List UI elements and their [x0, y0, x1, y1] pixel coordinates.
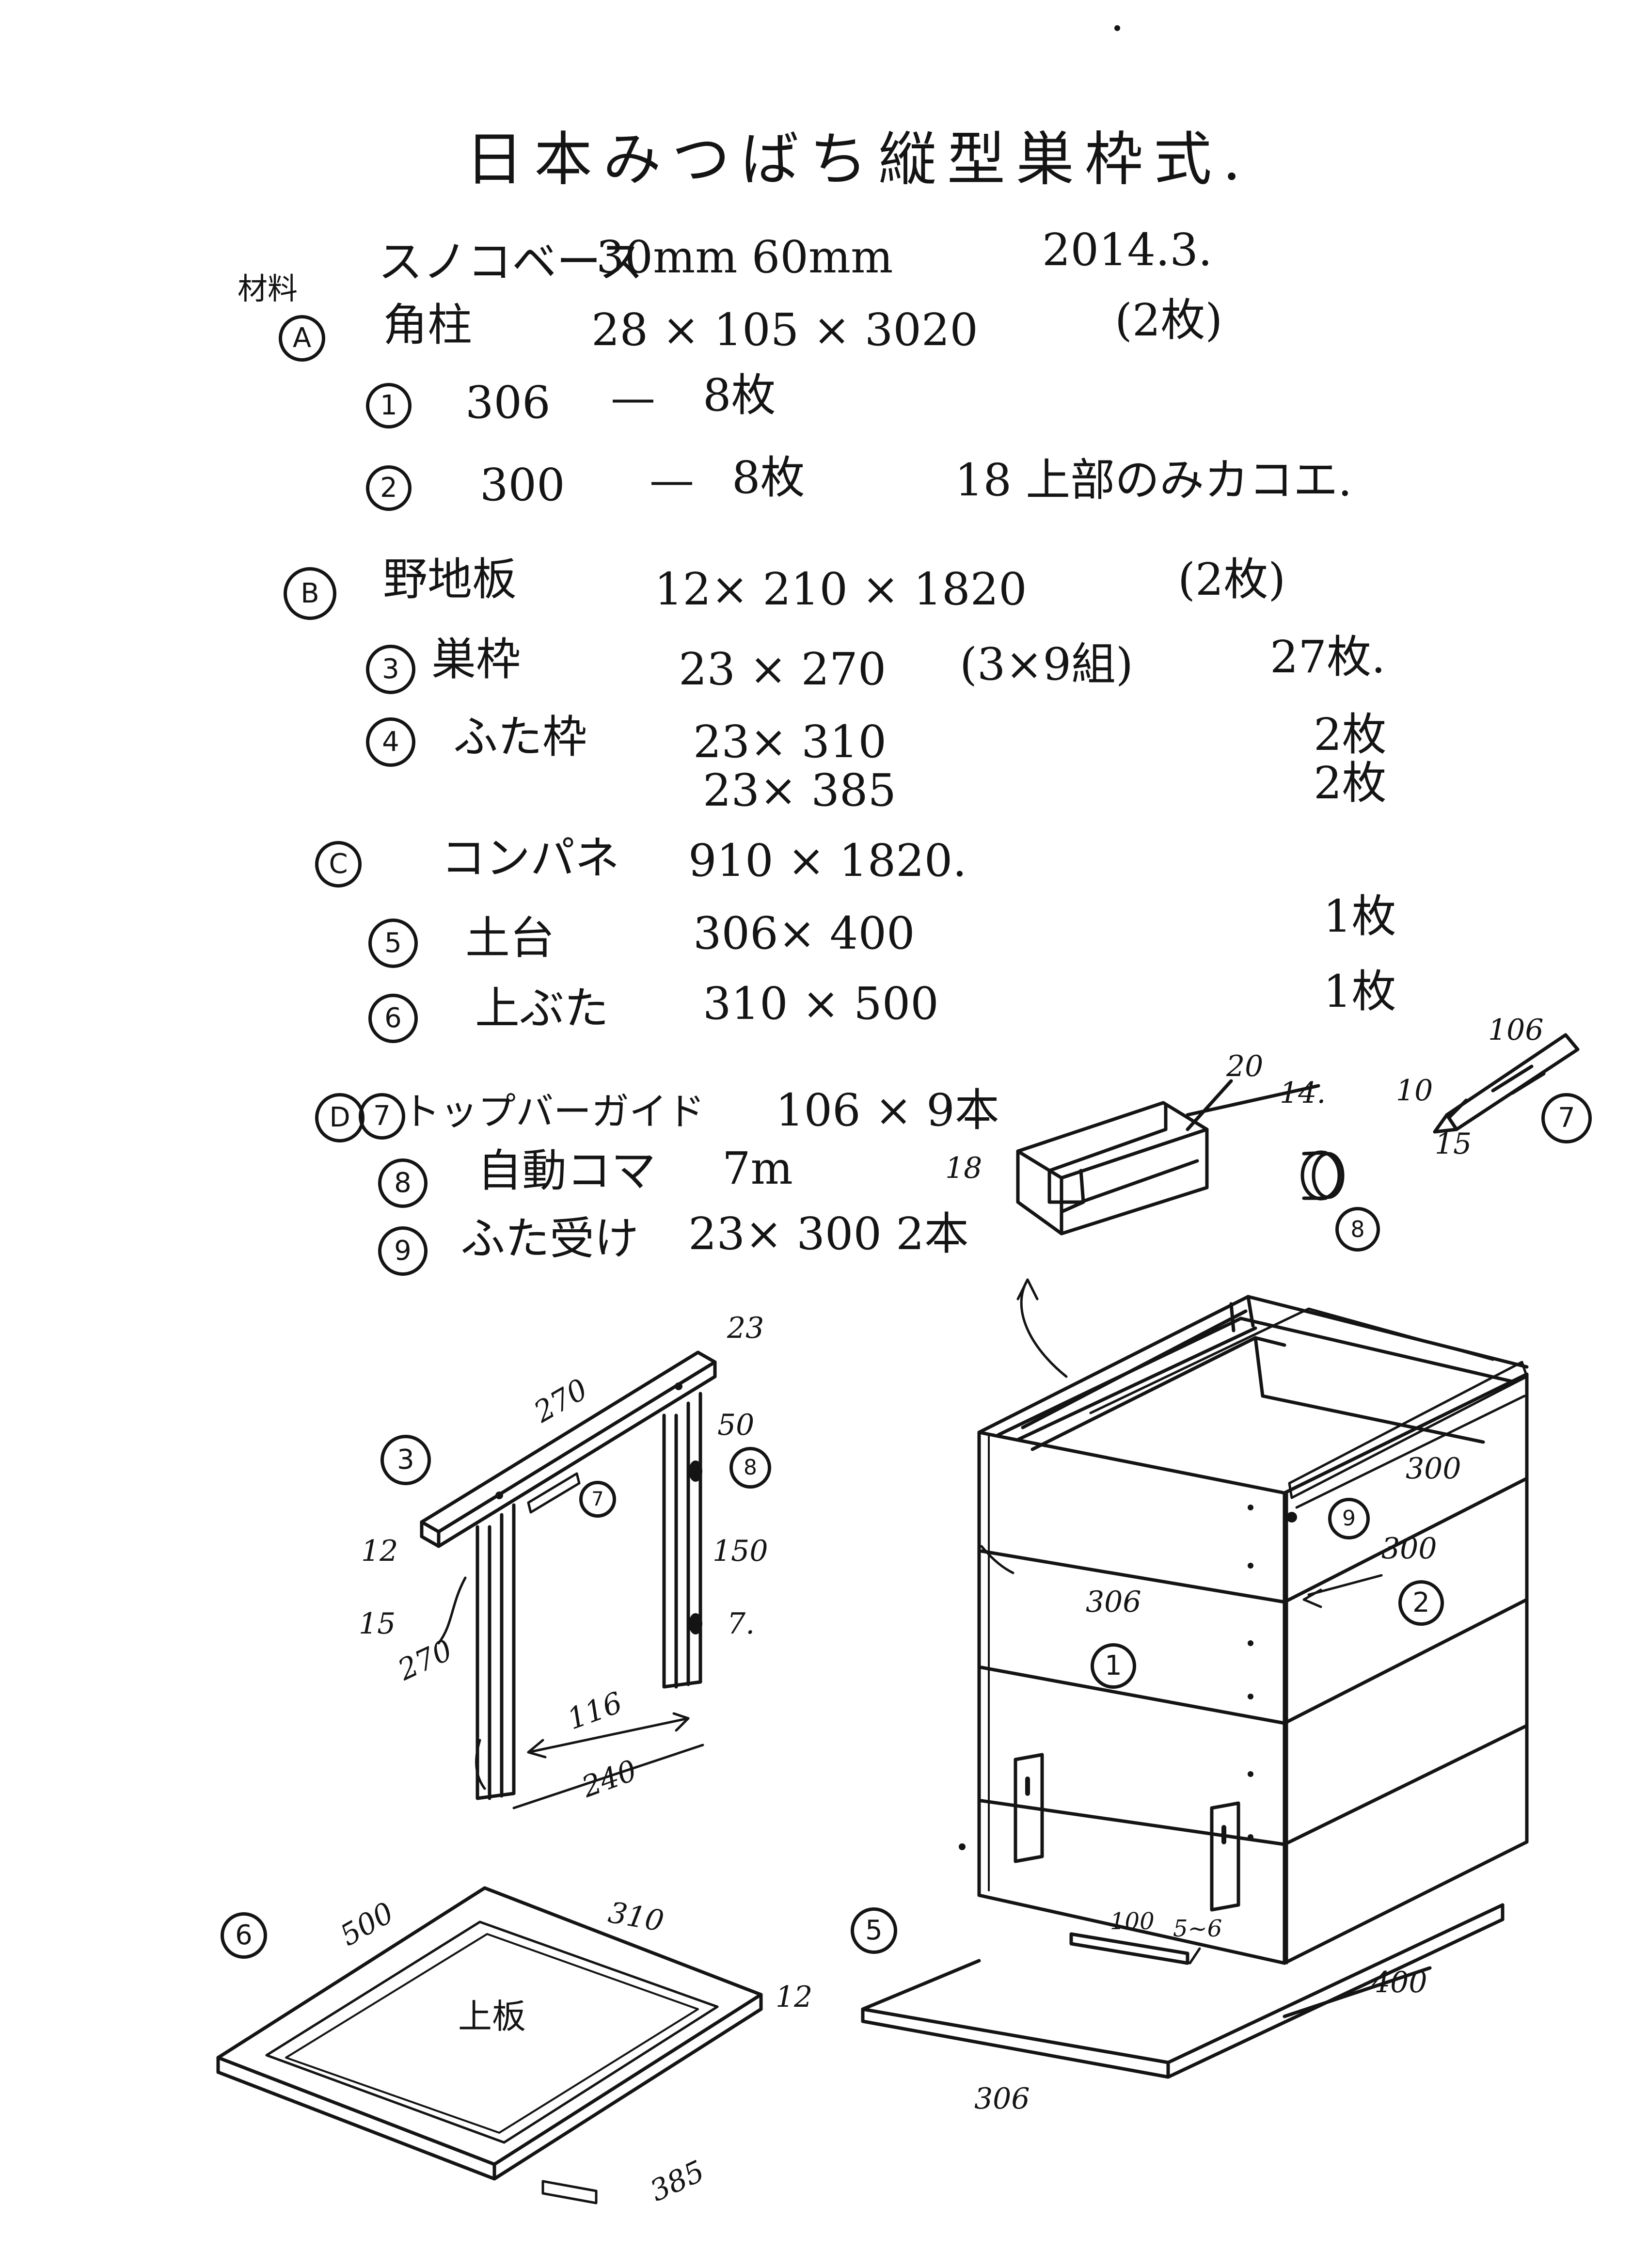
lid-dim-12: 12: [776, 1980, 813, 2014]
item-number-4: 4: [366, 717, 415, 767]
section-marker-a: A: [279, 315, 325, 362]
page-title: 日本みつばち縦型巣枠式.: [465, 126, 1252, 193]
section-c-name: コンパネ: [441, 832, 620, 884]
item-8-spec: 7m: [722, 1142, 793, 1194]
item-6-qty: 1枚: [1323, 966, 1396, 1017]
item-3-extra: (3×9組): [960, 638, 1133, 690]
frame-dim-50: 50: [717, 1408, 755, 1442]
item-3-spec: 23 × 270: [679, 643, 887, 695]
materials-label: 材料: [238, 271, 298, 306]
item-number-1: 1: [366, 383, 412, 428]
item-number-2: 2: [366, 465, 412, 511]
profile-dim-14: 14.: [1280, 1076, 1326, 1110]
wedge-dim-10: 10: [1396, 1074, 1433, 1108]
wedge-guide-drawing: [1433, 1033, 1580, 1134]
item-8-name: 自動コマ: [477, 1145, 656, 1197]
section-a-name: 角柱: [383, 299, 473, 351]
section-b-qty: (2枚): [1178, 554, 1286, 605]
wedge-number-7: 7: [1541, 1093, 1592, 1143]
box-dim-300-top: 300: [1406, 1452, 1461, 1486]
stopper-drawing: [1300, 1150, 1345, 1201]
wedge-dim-106: 106: [1488, 1013, 1544, 1047]
item-6-spec: 310 × 500: [703, 978, 939, 1030]
lid-drawing: [216, 1886, 763, 2205]
box-number-1: 1: [1091, 1643, 1136, 1689]
frame-dim-7: 7.: [727, 1607, 755, 1641]
item-1-size: 306: [465, 377, 551, 428]
item-number-6: 6: [368, 994, 418, 1043]
item-2-dash: —: [650, 454, 694, 506]
lid-dim-310: 310: [605, 1895, 666, 1939]
item-4-qty: 2枚: [1314, 709, 1387, 761]
frame-drawing: [420, 1350, 717, 1809]
item-3-name: 巣枠: [431, 634, 521, 685]
box-dim-5-6: 5~6: [1173, 1915, 1222, 1942]
item-number-8: 8: [378, 1158, 428, 1208]
box-number-5: 5: [851, 1907, 897, 1954]
item-2-note: 18 上部のみカコエ.: [955, 454, 1352, 506]
section-marker-d: D: [315, 1093, 364, 1142]
lid-label: 上板: [458, 1997, 526, 2036]
section-c-spec: 910 × 1820.: [688, 835, 967, 887]
box-dim-306-base: 306: [974, 2082, 1030, 2116]
ink-speck: [959, 1843, 966, 1850]
header-date: 2014.3.: [1042, 224, 1213, 276]
hive-box-drawing: [861, 1295, 1529, 2079]
item-1-dash: —: [611, 372, 655, 424]
item-9-spec: 23× 300 2本: [688, 1208, 969, 1260]
item-6-name: 上ぶた: [475, 983, 609, 1034]
item-4b-qty: 2枚: [1314, 757, 1387, 809]
header-material: スノコベース: [378, 236, 644, 288]
item-5-name: 土台: [465, 912, 555, 964]
item-4-spec: 23× 310: [693, 716, 887, 768]
item-4b-spec: 23× 385: [703, 764, 896, 816]
ink-speck: [1114, 25, 1120, 31]
profile-dim-20: 20: [1226, 1049, 1264, 1083]
box-number-9: 9: [1328, 1498, 1370, 1539]
item-5-qty: 1枚: [1323, 890, 1396, 942]
item-7-name: トップバーガイド: [402, 1090, 705, 1134]
box-dim-300-mid: 300: [1381, 1532, 1437, 1566]
frame-dim-15: 15: [359, 1607, 396, 1641]
frame-dim-12: 12: [361, 1534, 398, 1568]
item-2-qty: 8枚: [732, 452, 805, 504]
box-dim-306-front: 306: [1086, 1585, 1141, 1619]
stopper-number-8: 8: [1335, 1207, 1380, 1252]
box-number-2: 2: [1398, 1580, 1444, 1626]
box-dim-400: 400: [1372, 1966, 1427, 1999]
profile-dim-18: 18: [945, 1151, 982, 1185]
frame-dim-23: 23: [727, 1311, 764, 1345]
frame-guide-number-7: 7: [579, 1481, 616, 1518]
item-number-9: 9: [378, 1226, 428, 1276]
section-b-spec: 12× 210 × 1820: [654, 563, 1027, 615]
section-marker-c: C: [315, 841, 362, 888]
header-dims: 30mm 60mm: [596, 231, 893, 283]
wedge-dim-15: 15: [1435, 1127, 1472, 1161]
item-number-5: 5: [368, 919, 418, 968]
item-9-name: ふた受け: [460, 1213, 639, 1265]
item-number-3: 3: [366, 645, 415, 694]
box-dim-100: 100: [1110, 1908, 1155, 1935]
item-4-name: ふた枠: [453, 711, 587, 763]
lid-number-6: 6: [221, 1912, 267, 1959]
item-5-spec: 306× 400: [693, 907, 915, 959]
item-3-qty: 27枚.: [1270, 631, 1386, 683]
section-a-spec: 28 × 105 × 3020: [591, 304, 978, 356]
item-7-spec: 106 × 9本: [776, 1084, 999, 1136]
section-marker-b: B: [284, 567, 336, 620]
item-1-qty: 8枚: [703, 369, 776, 421]
frame-dim-150: 150: [713, 1534, 768, 1568]
item-2-size: 300: [480, 459, 565, 511]
frame-number-3: 3: [380, 1435, 431, 1485]
item-number-7: 7: [359, 1093, 405, 1140]
section-b-name: 野地板: [383, 554, 517, 605]
frame-stop-number-8: 8: [729, 1447, 771, 1489]
section-a-qty: (2枚): [1115, 294, 1223, 346]
profile-block-drawing: [1016, 1079, 1320, 1378]
